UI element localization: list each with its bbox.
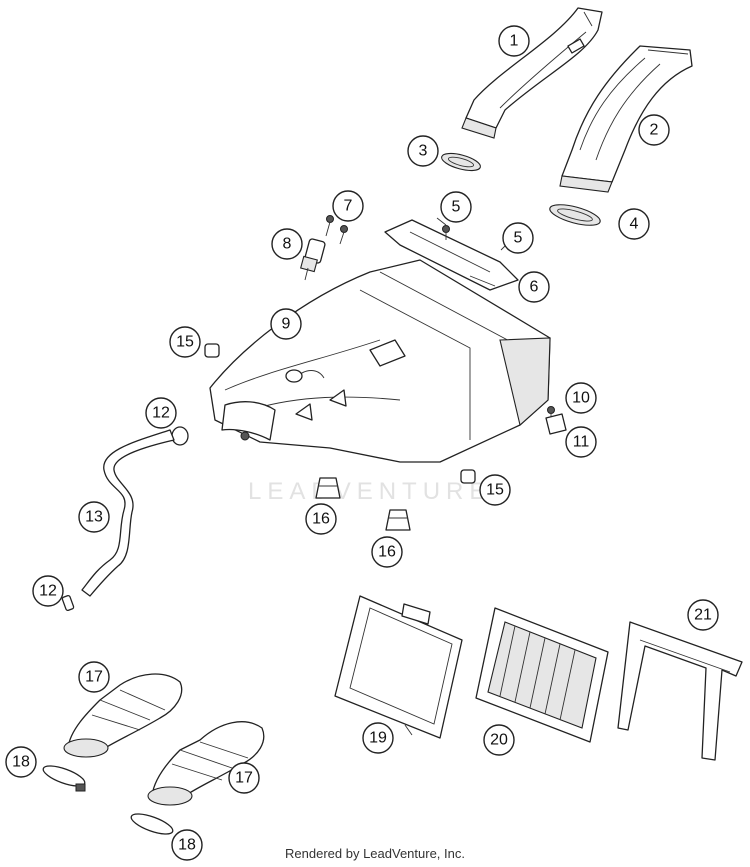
svg-text:16: 16: [312, 511, 330, 528]
svg-text:17: 17: [235, 770, 253, 787]
watermark: LEADVENTURE: [248, 478, 492, 505]
part-15-grommet: [460, 469, 476, 484]
svg-text:8: 8: [283, 236, 292, 253]
callout-3: 3: [407, 135, 439, 167]
svg-text:17: 17: [85, 669, 103, 686]
svg-text:18: 18: [12, 754, 30, 771]
svg-text:7: 7: [344, 198, 353, 215]
part-16-plug: [385, 509, 411, 531]
svg-text:5: 5: [514, 230, 523, 247]
part-13-hose: [81, 429, 175, 597]
svg-text:3: 3: [419, 143, 428, 160]
callout-20: 20: [483, 724, 515, 756]
callout-19: 19: [362, 722, 394, 754]
svg-text:21: 21: [694, 607, 712, 624]
part-12-fitting: [61, 594, 75, 612]
part-2-intake-duct: [559, 45, 693, 193]
svg-text:15: 15: [176, 334, 194, 351]
callout-6: 6: [518, 271, 550, 303]
callout-13: 13: [78, 501, 110, 533]
part-11-clip: [545, 413, 567, 435]
callout-4: 4: [618, 208, 650, 240]
callout-5: 5: [440, 191, 472, 223]
part-5-screw: [442, 225, 450, 240]
svg-text:12: 12: [39, 583, 57, 600]
callout-17: 17: [228, 762, 260, 794]
callout-8: 8: [271, 228, 303, 260]
svg-text:12: 12: [152, 405, 170, 422]
svg-text:6: 6: [530, 279, 539, 296]
callout-5: 5: [502, 222, 534, 254]
callout-9: 9: [270, 308, 302, 340]
part-3-seal: [441, 152, 481, 172]
svg-text:11: 11: [573, 434, 590, 451]
part-7-bolt: [325, 215, 348, 245]
part-21-frame: [617, 621, 743, 761]
part-1-intake-duct: [461, 7, 603, 139]
callout-10: 10: [565, 382, 597, 414]
part-18-clamp: [42, 765, 86, 792]
part-9-airbox: [209, 259, 551, 463]
callout-1: 1: [498, 25, 530, 57]
part-6-cover-plate: [384, 219, 519, 291]
svg-text:15: 15: [486, 482, 504, 499]
callout-15: 15: [479, 474, 511, 506]
callout-16: 16: [371, 536, 403, 568]
svg-text:18: 18: [178, 837, 196, 854]
part-8-sensor: [300, 238, 326, 281]
part-18-clamp: [130, 813, 174, 835]
callout-18: 18: [5, 746, 37, 778]
svg-text:20: 20: [490, 732, 508, 749]
part-20-air-filter: [475, 607, 609, 743]
callout-2: 2: [638, 114, 670, 146]
footer-credit: Rendered by LeadVenture, Inc.: [285, 846, 465, 861]
callout-7: 7: [332, 190, 364, 222]
part-16-plug: [315, 477, 341, 499]
callout-12: 12: [145, 397, 177, 429]
part-4-seal: [549, 204, 601, 226]
svg-text:4: 4: [630, 216, 639, 233]
callout-18: 18: [171, 829, 203, 861]
callout-15: 15: [169, 326, 201, 358]
callout-21: 21: [687, 599, 719, 631]
callout-11: 11: [565, 426, 597, 458]
svg-text:10: 10: [572, 390, 590, 407]
svg-text:16: 16: [378, 544, 396, 561]
svg-text:19: 19: [369, 730, 387, 747]
part-12-clamp: [171, 426, 189, 446]
callout-16: 16: [305, 503, 337, 535]
callout-17: 17: [78, 661, 110, 693]
part-17-intake-boot: [63, 673, 183, 758]
part-15-grommet: [204, 343, 220, 358]
svg-text:2: 2: [650, 122, 659, 139]
callout-12: 12: [32, 575, 64, 607]
svg-text:13: 13: [85, 509, 103, 526]
svg-text:1: 1: [510, 33, 519, 50]
svg-text:9: 9: [282, 316, 291, 333]
svg-text:5: 5: [452, 199, 461, 216]
part-19-filter-cage: [334, 595, 463, 739]
